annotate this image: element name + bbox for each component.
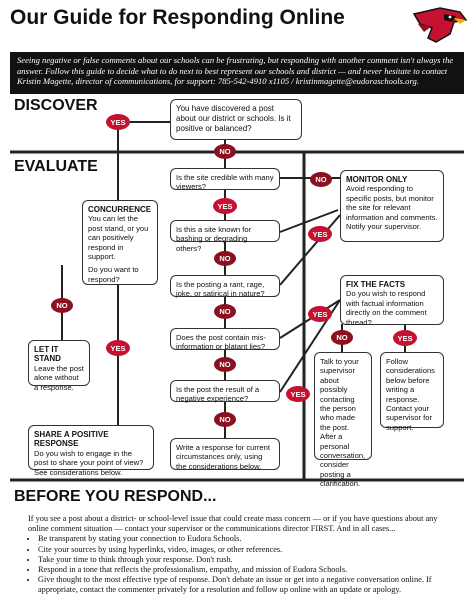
before-bullet: Respond in a tone that reflects the prof… <box>38 565 458 575</box>
bashing-question-box: Is this a site known for bashing or degr… <box>170 220 280 253</box>
discover-heading: DISCOVER <box>14 97 98 114</box>
before-bullet: Give thought to the most effective type … <box>38 575 458 595</box>
yes-badge-credible: YES <box>213 198 237 214</box>
share-positive-body: Do you wish to engage in the post to sha… <box>34 448 144 477</box>
cardinal-bird-logo <box>412 7 468 43</box>
follow-considerations-box: Follow considerations below before writi… <box>380 352 444 432</box>
before-bullet: Cite your sources by using hyperlinks, v… <box>38 545 458 555</box>
fix-the-facts-title: FIX THE FACTS <box>346 280 406 289</box>
yes-badge-bashing: YES <box>308 226 332 242</box>
no-badge-discover: NO <box>214 144 236 159</box>
yes-badge-misinformation: YES <box>308 306 332 322</box>
concurrence-title: CONCURRENCE <box>88 205 152 214</box>
before-bullet-list: Be transparent by stating your connectio… <box>28 534 458 595</box>
yes-badge-concurrence: YES <box>106 340 130 356</box>
credible-question-box: Is the site credible with many viewers? <box>170 168 280 191</box>
write-response-box: Write a response for current circumstanc… <box>170 438 280 471</box>
rant-question-box: Is the posting a rant, rage, joke, or sa… <box>170 275 280 298</box>
let-it-stand-box: LET IT STAND Leave the post alone withou… <box>28 340 90 392</box>
page-title: Our Guide for Responding Online <box>10 6 345 29</box>
concurrence-body: You can let the post stand, or you can p… <box>88 214 149 262</box>
discover-question-box: You have discovered a post about our dis… <box>170 99 302 140</box>
before-intro: If you see a post about a district- or s… <box>28 514 438 534</box>
let-it-stand-title: LET IT STAND <box>34 345 61 364</box>
intro-banner: Seeing negative or false comments about … <box>10 52 464 94</box>
no-badge-credible: NO <box>310 172 332 187</box>
share-positive-response-box: SHARE A POSITIVE RESPONSE Do you wish to… <box>28 425 154 477</box>
yes-badge-negative: YES <box>286 386 310 402</box>
no-badge-bashing: NO <box>214 251 236 266</box>
monitor-only-body: Avoid responding to specific posts, but … <box>346 184 438 232</box>
concurrence-question: Do you want to respond? <box>88 265 139 284</box>
before-you-respond-content: If you see a post about a district- or s… <box>28 514 458 596</box>
talk-to-supervisor-box: Talk to your supervisor about possibly c… <box>314 352 372 488</box>
before-bullet: Take your time to think through your res… <box>38 555 458 565</box>
negative-experience-question-box: Is the post the result of a negative exp… <box>170 380 280 403</box>
no-badge-fix-facts: NO <box>331 330 353 345</box>
misinformation-question-box: Does the post contain mis-information or… <box>170 328 280 351</box>
monitor-only-title: MONITOR ONLY <box>346 175 408 184</box>
share-positive-title: SHARE A POSITIVE RESPONSE <box>34 430 109 449</box>
yes-badge-discover: YES <box>106 114 130 130</box>
fix-the-facts-body: Do you wish to respond with factual info… <box>346 289 427 327</box>
no-badge-rant: NO <box>214 304 236 319</box>
evaluate-heading: EVALUATE <box>14 158 98 175</box>
no-badge-misinformation: NO <box>214 357 236 372</box>
before-bullet: Be transparent by stating your connectio… <box>38 534 458 544</box>
yes-badge-fix-facts: YES <box>393 330 417 346</box>
let-it-stand-body: Leave the post alone without a response. <box>34 363 84 392</box>
no-badge-negative: NO <box>214 412 236 427</box>
monitor-only-box: MONITOR ONLY Avoid responding to specifi… <box>340 170 444 242</box>
before-you-respond-heading: BEFORE YOU RESPOND... <box>14 488 217 505</box>
fix-the-facts-box: FIX THE FACTS Do you wish to respond wit… <box>340 275 444 327</box>
concurrence-box: CONCURRENCE You can let the post stand, … <box>82 200 158 285</box>
no-badge-concurrence: NO <box>51 298 73 313</box>
